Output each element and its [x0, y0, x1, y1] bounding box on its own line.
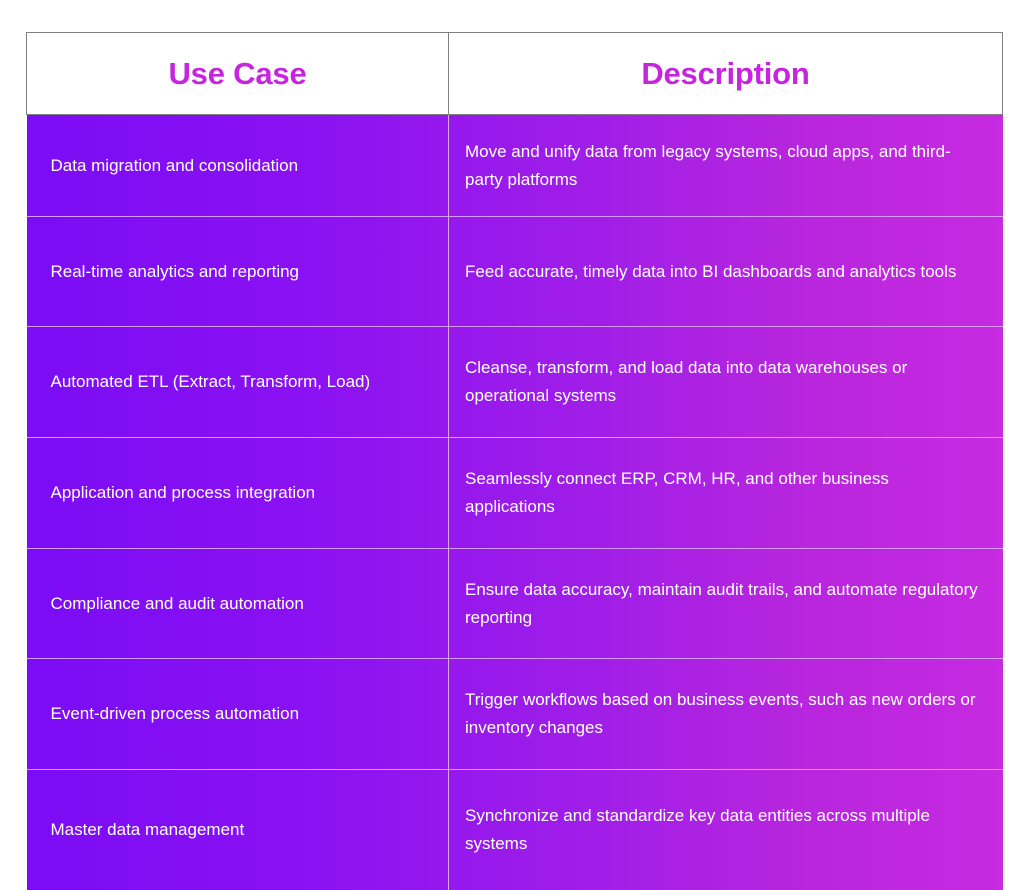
description-text: Feed accurate, timely data into BI dashb… — [465, 258, 979, 286]
cell-use-case: Data migration and consolidation — [27, 115, 449, 217]
use-case-text: Application and process integration — [51, 479, 431, 507]
table-row: Automated ETL (Extract, Transform, Load)… — [27, 327, 1003, 438]
use-case-text: Event-driven process automation — [51, 700, 431, 728]
use-case-table-container: Use Case Description Data migration and … — [26, 32, 1000, 780]
cell-description: Move and unify data from legacy systems,… — [449, 115, 1003, 217]
use-case-text: Real-time analytics and reporting — [51, 258, 431, 286]
use-case-text: Compliance and audit automation — [51, 590, 431, 618]
description-text: Move and unify data from legacy systems,… — [465, 138, 979, 193]
cell-description: Cleanse, transform, and load data into d… — [449, 327, 1003, 438]
use-case-text: Data migration and consolidation — [51, 152, 431, 180]
description-text: Cleanse, transform, and load data into d… — [465, 354, 979, 409]
cell-use-case: Compliance and audit automation — [27, 549, 449, 659]
table-row: Event-driven process automation Trigger … — [27, 659, 1003, 770]
table-row: Real-time analytics and reporting Feed a… — [27, 217, 1003, 327]
table-row: Master data management Synchronize and s… — [27, 770, 1003, 890]
cell-use-case: Event-driven process automation — [27, 659, 449, 770]
cell-description: Ensure data accuracy, maintain audit tra… — [449, 549, 1003, 659]
cell-use-case: Application and process integration — [27, 438, 449, 549]
cell-description: Feed accurate, timely data into BI dashb… — [449, 217, 1003, 327]
column-header-description: Description — [449, 33, 1003, 115]
table-header: Use Case Description — [27, 33, 1003, 115]
table-body: Data migration and consolidation Move an… — [27, 115, 1003, 890]
cell-description: Trigger workflows based on business even… — [449, 659, 1003, 770]
cell-use-case: Automated ETL (Extract, Transform, Load) — [27, 327, 449, 438]
cell-description: Seamlessly connect ERP, CRM, HR, and oth… — [449, 438, 1003, 549]
description-text: Synchronize and standardize key data ent… — [465, 802, 979, 857]
description-text: Ensure data accuracy, maintain audit tra… — [465, 576, 979, 631]
cell-use-case: Master data management — [27, 770, 449, 890]
cell-description: Synchronize and standardize key data ent… — [449, 770, 1003, 890]
use-case-table: Use Case Description Data migration and … — [26, 32, 1003, 890]
table-row: Data migration and consolidation Move an… — [27, 115, 1003, 217]
table-row: Compliance and audit automation Ensure d… — [27, 549, 1003, 659]
description-text: Trigger workflows based on business even… — [465, 686, 979, 741]
column-header-use-case: Use Case — [27, 33, 449, 115]
table-row: Application and process integration Seam… — [27, 438, 1003, 549]
table-header-row: Use Case Description — [27, 33, 1003, 115]
use-case-text: Automated ETL (Extract, Transform, Load) — [51, 368, 431, 396]
cell-use-case: Real-time analytics and reporting — [27, 217, 449, 327]
description-text: Seamlessly connect ERP, CRM, HR, and oth… — [465, 465, 979, 520]
use-case-text: Master data management — [51, 816, 431, 844]
